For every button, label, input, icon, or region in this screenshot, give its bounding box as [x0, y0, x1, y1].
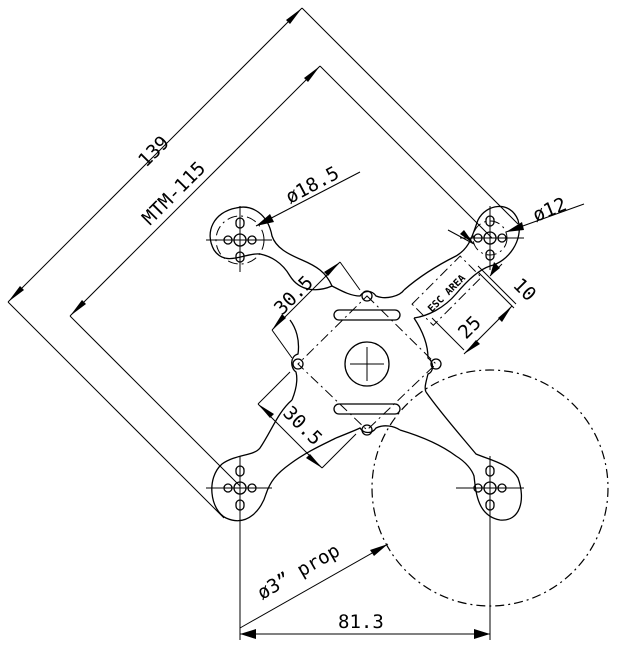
dim-esc-width: 10: [477, 262, 540, 306]
motor-mount-lower-left: [206, 456, 272, 520]
dim-stack-spacing-a-label: 30.5: [270, 272, 318, 320]
motor-mount-lower-right: [456, 456, 524, 520]
dim-overall-length-label: 139: [134, 132, 174, 172]
dim-motor-spacing-label: 81.3: [338, 611, 384, 633]
dim-esc-length: 25: [431, 271, 515, 355]
dim-mount-hole-diameter-label: ø12: [530, 193, 570, 226]
dim-mount-hole-diameter: ø12: [447, 193, 585, 245]
dim-stack-spacing-b: 30.5: [257, 371, 357, 469]
motor-mount-upper-left: [206, 206, 272, 272]
central-body-features: [292, 290, 442, 436]
esc-area-label: ESC AREA: [426, 273, 468, 315]
dim-motor-hole-diameter: ø18.5: [255, 162, 361, 227]
dim-stack-spacing-b-label: 30.5: [278, 402, 326, 450]
dim-motor-hole-diameter-label: ø18.5: [282, 162, 343, 208]
dim-motor-spacing: 81.3: [239, 520, 491, 640]
dim-motor-to-motor: MTM-115: [69, 65, 493, 487]
dim-esc-length-label: 25: [454, 312, 486, 344]
